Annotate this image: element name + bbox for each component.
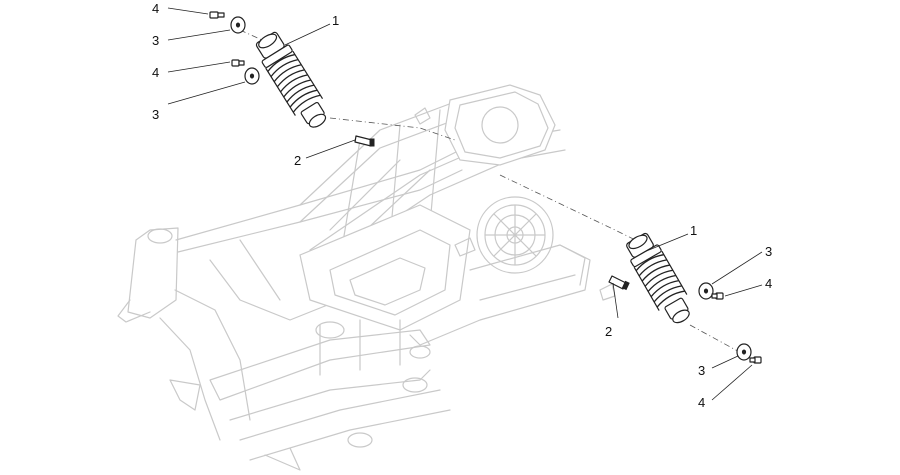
upper-bolt-second: [231, 59, 245, 67]
callout-3: 3: [152, 33, 159, 48]
lower-pin: [608, 275, 630, 291]
upper-pin: [354, 135, 375, 147]
upper-washer-second: [244, 67, 260, 85]
callout-3: 3: [698, 363, 705, 378]
lower-bolt-upper: [711, 292, 724, 300]
callout-2: 2: [605, 324, 612, 339]
callout-4: 4: [152, 1, 159, 16]
callout-3: 3: [765, 244, 772, 259]
callout-labels: 4 3 4 3 1 2 1 3 4 2 3 4: [152, 1, 772, 410]
scooter-frame: [117, 84, 616, 471]
upper-bolt-axis: [239, 29, 263, 41]
lower-bolt-lower: [749, 356, 762, 364]
callout-2: 2: [294, 153, 301, 168]
upper-washer-top: [230, 16, 246, 34]
upper-mounting-axis: [329, 117, 456, 141]
callout-4: 4: [698, 395, 705, 410]
lower-shock-axis: [689, 324, 746, 356]
upper-bolt-top: [209, 11, 225, 19]
callout-3: 3: [152, 107, 159, 122]
callout-4: 4: [152, 65, 159, 80]
upper-shock-absorber: [255, 31, 327, 128]
lower-shock-absorber: [626, 232, 690, 324]
lower-washer-upper: [698, 282, 714, 300]
callout-1: 1: [332, 13, 339, 28]
callout-1: 1: [690, 223, 697, 238]
lower-washer-lower: [736, 343, 752, 361]
callout-4: 4: [765, 276, 772, 291]
leader-lines: [167, 7, 763, 401]
